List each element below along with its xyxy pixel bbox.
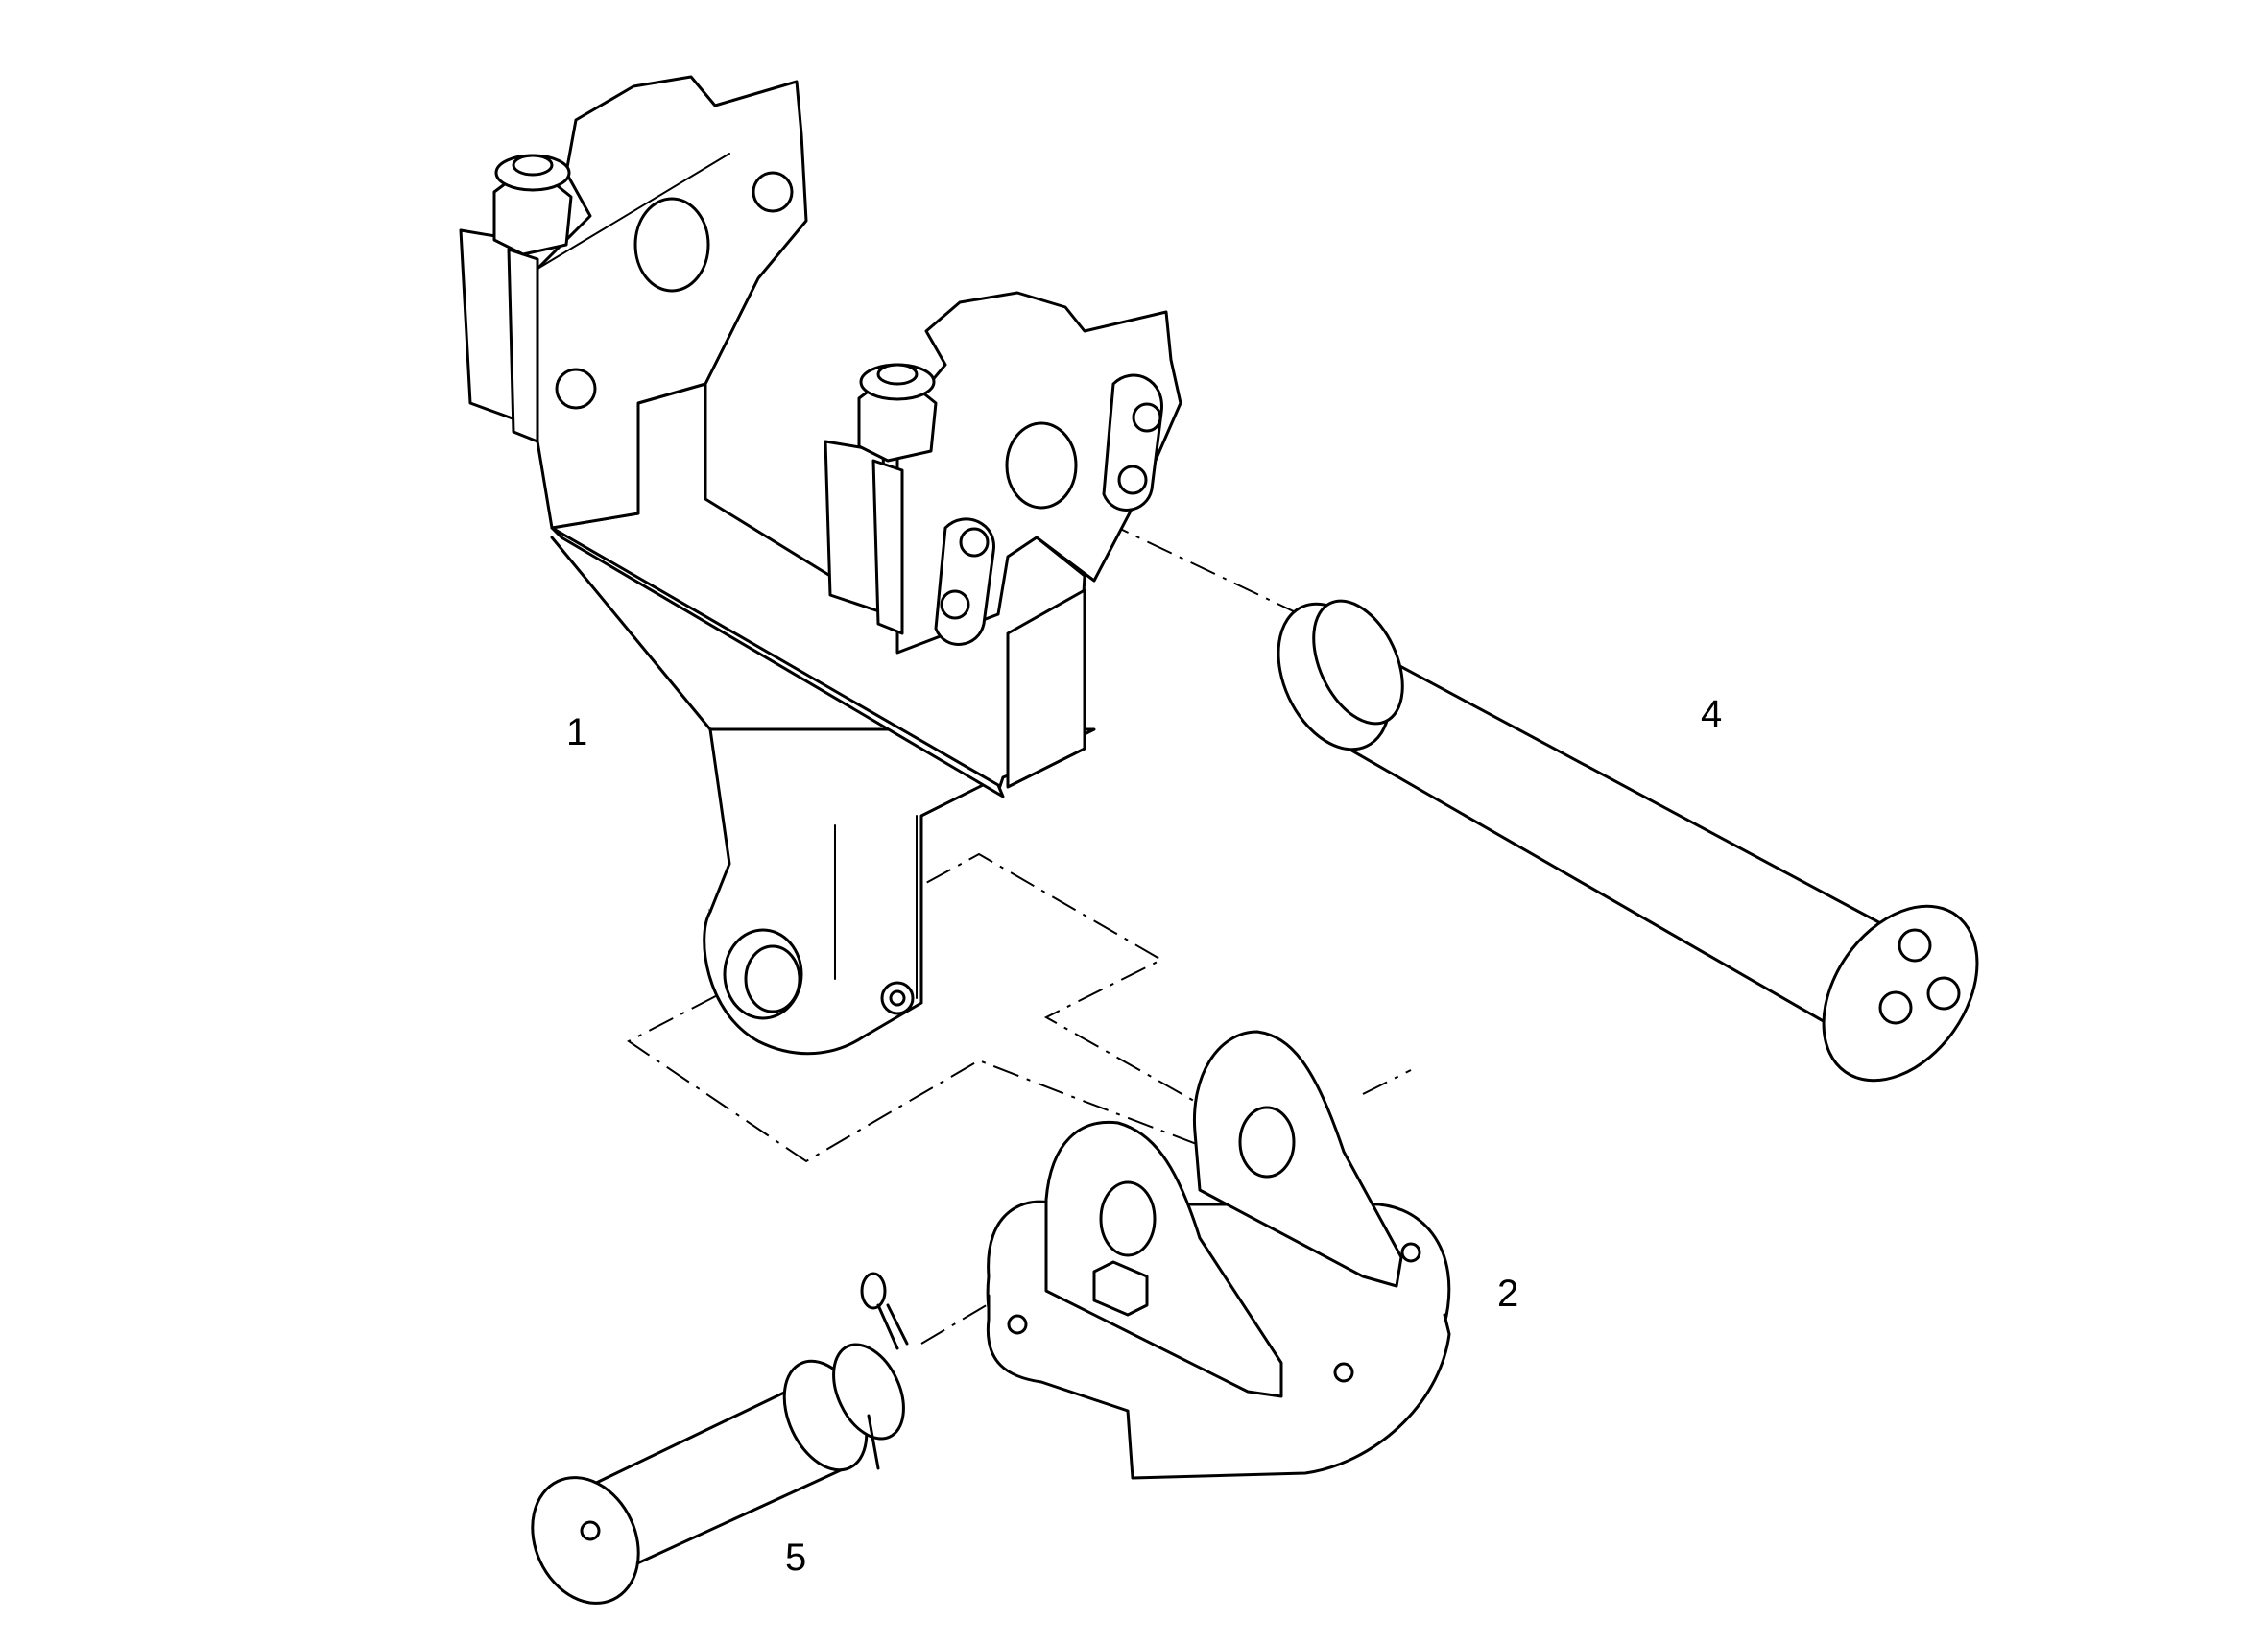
base-hole-2 [1333, 1362, 1354, 1383]
left-nut-top [494, 154, 571, 192]
base-plate-edge [986, 1294, 1451, 1480]
left-clamp-block [536, 75, 808, 530]
pin-5-nut-front [832, 1343, 905, 1441]
rear-lug-bore [1238, 1106, 1296, 1179]
part-4-long-pin [1277, 599, 1979, 1083]
pin-4-end-bolt-1 [1898, 928, 1932, 963]
callout-5: 5 [785, 1537, 806, 1579]
part-5-short-pin [531, 1272, 909, 1605]
centerline-lower-eye-loop [627, 973, 1268, 1172]
bracket-top-rail [550, 526, 1005, 798]
callout-4: 4 [1701, 693, 1722, 735]
bracket-side-web [550, 536, 731, 914]
right-link-bolt-2 [1117, 465, 1148, 495]
bracket-lower-bolt-inner [889, 989, 906, 1007]
part-2-base-bracket [986, 1030, 1451, 1480]
pin-4-end-bolt-2 [1926, 976, 1961, 1011]
pin-5-split-pin-legs [867, 1303, 909, 1470]
left-jaw-plate-2 [507, 248, 539, 443]
left-clamp-bore [633, 197, 710, 293]
front-lug-bore [1099, 1180, 1157, 1257]
base-hole-1 [1007, 1314, 1028, 1335]
pin-5-head [531, 1476, 640, 1605]
rear-lug [1192, 1030, 1403, 1288]
bracket-lower-eye-hole [723, 928, 803, 1020]
base-key-block [1092, 1260, 1149, 1317]
right-clamp-bore [1005, 421, 1078, 510]
part-1-bracket [459, 75, 1182, 1056]
bracket-lower-bolt [880, 981, 915, 1015]
left-nut-stud [512, 154, 554, 177]
left-clamp-bolt-top [752, 171, 794, 213]
callout-2: 2 [1497, 1273, 1518, 1315]
centerline-bracket-right [1362, 1069, 1412, 1095]
pin-4-end-bolt-3 [1878, 990, 1913, 1025]
right-nut-top [859, 363, 936, 401]
bracket-front-tab [1006, 588, 1086, 789]
right-side-bolt-2 [940, 589, 970, 620]
base-hole-3 [1400, 1242, 1421, 1263]
pin-5-head-hole [580, 1520, 601, 1541]
callouts: 1 2 4 5 [566, 693, 1722, 1579]
callout-1: 1 [566, 711, 587, 753]
pin-5-split-pin-ring [860, 1272, 887, 1310]
right-link-bolt-1 [1132, 402, 1162, 433]
right-side-bolt-1 [959, 527, 990, 558]
bracket-lower-eye-inner [744, 944, 801, 1013]
right-nut-stud [876, 363, 919, 386]
front-lug [1044, 1120, 1283, 1398]
pin-4-head-face [1312, 599, 1404, 726]
left-clamp-edge [537, 153, 730, 270]
left-clamp-bolt-low [555, 368, 597, 410]
right-jaw-plate-2 [871, 459, 904, 635]
